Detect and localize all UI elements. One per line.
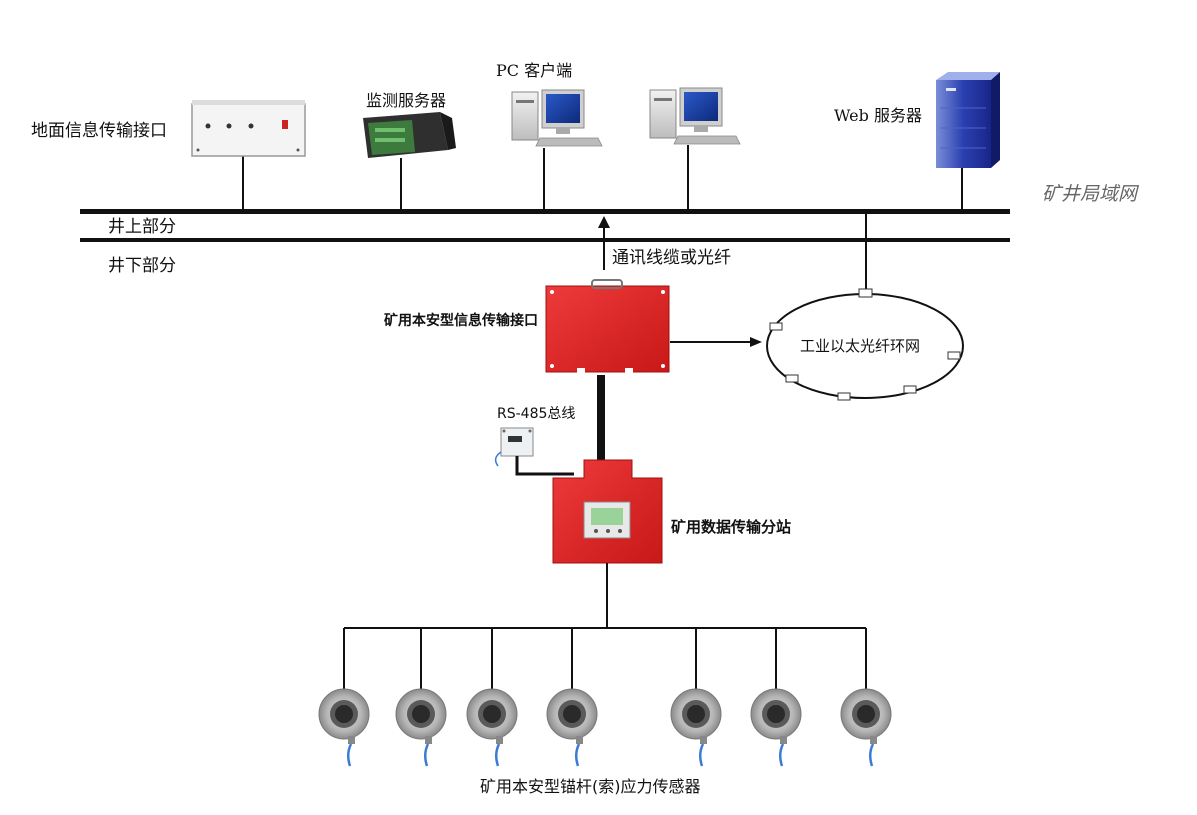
anchor-stress-sensor [395,688,447,767]
mine-lan-label: 矿井局域网 [1042,183,1138,205]
cable-label: 通讯线缆或光纤 [612,248,731,268]
ethernet-ring [766,288,964,401]
rs485-label: RS-485总线 [497,406,576,422]
ground-divider-line [80,238,1010,242]
web-server-label: Web 服务器 [834,106,922,125]
above-ground-label: 井上部分 [108,217,176,237]
pc-client-label: PC 客户端 [496,61,573,80]
anchor-stress-sensor [318,688,370,767]
rs485-device [494,427,534,467]
monitor-server-label: 监测服务器 [366,91,447,110]
intrinsic-interface-label: 矿用本安型信息传输接口 [384,313,538,329]
anchor-stress-sensor [840,688,892,767]
web-server-device [936,72,1000,168]
anchor-stress-sensor [466,688,518,767]
anchor-stress-sensor [750,688,802,767]
substation-device [552,459,663,564]
pc-client-2 [649,87,741,145]
anchor-stress-sensor [670,688,722,767]
ethernet-ring-label: 工业以太光纤环网 [800,337,921,355]
rs485-link [515,456,574,476]
pc-client-1 [511,89,603,147]
intrinsic-interface-device [545,279,670,374]
lan-bus-line [80,209,1010,214]
below-ground-label: 井下部分 [108,256,176,276]
interface-substation-link [597,375,605,460]
ground-interface-device [191,100,306,157]
monitor-server-device [363,112,456,158]
sensors-group [318,688,892,767]
sensors-label: 矿用本安型锚杆(索)应力传感器 [480,777,701,796]
anchor-stress-sensor [546,688,598,767]
substation-label: 矿用数据传输分站 [671,518,792,536]
sensor-drops [343,628,867,690]
interface-ring-arrowhead [750,337,762,347]
cable-arrowhead [598,216,610,228]
ground-interface-label: 地面信息传输接口 [31,121,167,141]
